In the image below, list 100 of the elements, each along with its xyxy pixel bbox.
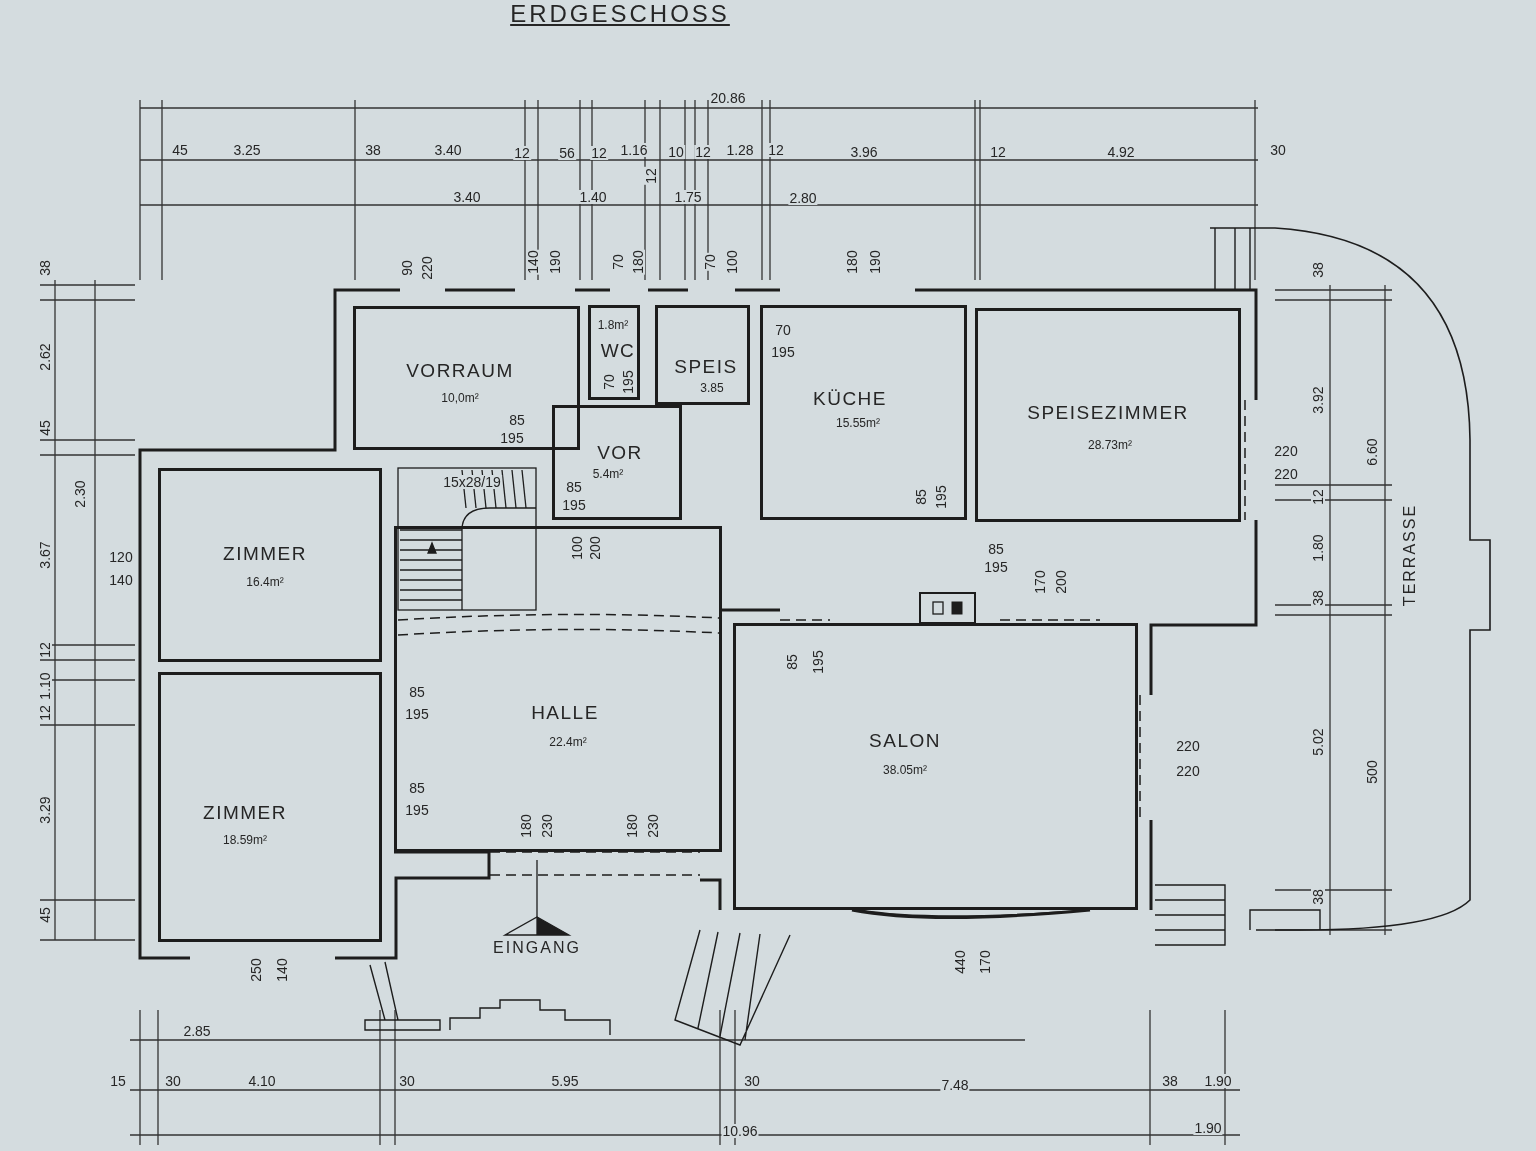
- dimension-label: 140: [108, 573, 134, 587]
- room-area: 3.85: [700, 382, 724, 394]
- dimension-label: 12: [1311, 488, 1325, 506]
- dimension-label: 12: [590, 146, 608, 160]
- dimension-label: 12: [989, 145, 1007, 159]
- dimension-label: 1.90: [1193, 1121, 1223, 1135]
- dimension-label: 100: [725, 249, 739, 275]
- room-area: 5.4m²: [592, 468, 624, 480]
- dimension-label: 170: [978, 949, 992, 975]
- dimension-label: 180: [845, 249, 859, 275]
- dimension-label: 15: [109, 1074, 127, 1088]
- dimension-label: 230: [646, 813, 660, 839]
- dimension-label: 100: [570, 535, 584, 561]
- dimension-label: 2.62: [38, 342, 52, 372]
- dimension-label: 200: [588, 535, 602, 561]
- dimension-label: 220: [1273, 467, 1299, 481]
- dimension-label: 195: [934, 484, 948, 510]
- dimension-label: 45: [38, 906, 52, 924]
- dimension-label: 195: [499, 431, 525, 445]
- room-name: VORRAUM: [406, 360, 514, 380]
- dimension-label: 140: [275, 957, 289, 983]
- dimension-label: 4.10: [247, 1074, 277, 1088]
- dimension-label: 12: [694, 145, 712, 159]
- room-outline: [588, 305, 640, 400]
- room-name: ZIMMER: [203, 802, 287, 822]
- dimension-label: 85: [408, 685, 426, 699]
- room-name: SPEIS: [674, 356, 738, 376]
- dimension-label: 45: [38, 419, 52, 437]
- dimension-label: 30: [164, 1074, 182, 1088]
- room-name: ZIMMER: [223, 543, 307, 563]
- dimension-label: 195: [561, 498, 587, 512]
- dimension-label: 85: [408, 781, 426, 795]
- dimension-label: 85: [565, 480, 583, 494]
- dimension-label: 70: [703, 253, 717, 271]
- dimension-label: 5.95: [550, 1074, 580, 1088]
- room-name: HALLE: [531, 702, 599, 722]
- dimension-label: 195: [404, 803, 430, 817]
- dimension-label: 90: [400, 259, 414, 277]
- dimension-label: 38: [38, 259, 52, 277]
- dimension-label: 440: [953, 949, 967, 975]
- dimension-label: 85: [785, 653, 799, 671]
- dimension-label: 140: [526, 249, 540, 275]
- room-area: 38.05m²: [883, 764, 927, 776]
- dimension-label: 3.40: [433, 143, 463, 157]
- dimension-label: 2.80: [788, 191, 818, 205]
- room-area: 18.59m²: [223, 834, 267, 846]
- dimension-label: 70: [602, 373, 616, 391]
- dimension-label: 220: [1175, 764, 1201, 778]
- dimension-label: 195: [983, 560, 1009, 574]
- room-name: SALON: [869, 730, 941, 750]
- room-area: 16.4m²: [246, 576, 284, 588]
- dimension-label: 30: [743, 1074, 761, 1088]
- dimension-label: 38: [364, 143, 382, 157]
- dimension-label: 500: [1365, 759, 1379, 785]
- dimension-label: 85: [508, 413, 526, 427]
- dimension-label: 3.40: [452, 190, 482, 204]
- dimension-label: 12: [644, 167, 658, 185]
- dimension-label: 20.86: [709, 91, 747, 105]
- dimension-label: 70: [611, 253, 625, 271]
- dimension-label: 180: [519, 813, 533, 839]
- room-area: 28.73m²: [1088, 439, 1132, 451]
- room-outline: [158, 672, 382, 942]
- room-name: SPEISEZIMMER: [1027, 402, 1189, 422]
- dimension-label: 200: [1054, 569, 1068, 595]
- dimension-label: 10.96: [721, 1124, 759, 1138]
- room-area: 22.4m²: [549, 736, 587, 748]
- dimension-label: 180: [631, 249, 645, 275]
- dimension-label: 2.85: [182, 1024, 212, 1038]
- dimension-label: 2.30: [73, 479, 87, 509]
- room-area: 10,0m²: [441, 392, 479, 404]
- dimension-label: 120: [108, 550, 134, 564]
- dimension-label: 195: [770, 345, 796, 359]
- dimension-label: 1.10: [38, 671, 52, 701]
- dimension-label: 195: [811, 649, 825, 675]
- dimension-label: 7.48: [940, 1078, 970, 1092]
- dimension-label: 1.16: [619, 143, 649, 157]
- dimension-label: 195: [404, 707, 430, 721]
- dimension-label: 195: [621, 369, 635, 395]
- dimension-label: 3.92: [1311, 385, 1325, 415]
- room-name: WC: [600, 340, 636, 360]
- room-outline: [552, 405, 682, 520]
- room-name: VOR: [597, 442, 643, 462]
- room-outline: [975, 308, 1241, 522]
- dimension-label: 220: [420, 255, 434, 281]
- dimension-label: 6.60: [1365, 437, 1379, 467]
- room-area: 1.8m²: [597, 319, 629, 331]
- dimension-label: 1.28: [725, 143, 755, 157]
- dimension-label: 220: [1273, 444, 1299, 458]
- dimension-label: 170: [1033, 569, 1047, 595]
- room-outline: [158, 468, 382, 662]
- dimension-label: 38: [1311, 261, 1325, 279]
- dimension-label: 30: [1269, 143, 1287, 157]
- dimension-label: 190: [868, 249, 882, 275]
- room-outline: [655, 305, 750, 405]
- dimension-label: 3.29: [38, 795, 52, 825]
- dimension-label: 12: [38, 704, 52, 722]
- dimension-label: 45: [171, 143, 189, 157]
- dimension-label: 85: [987, 542, 1005, 556]
- dimension-label: 220: [1175, 739, 1201, 753]
- dimension-label: 1.80: [1311, 533, 1325, 563]
